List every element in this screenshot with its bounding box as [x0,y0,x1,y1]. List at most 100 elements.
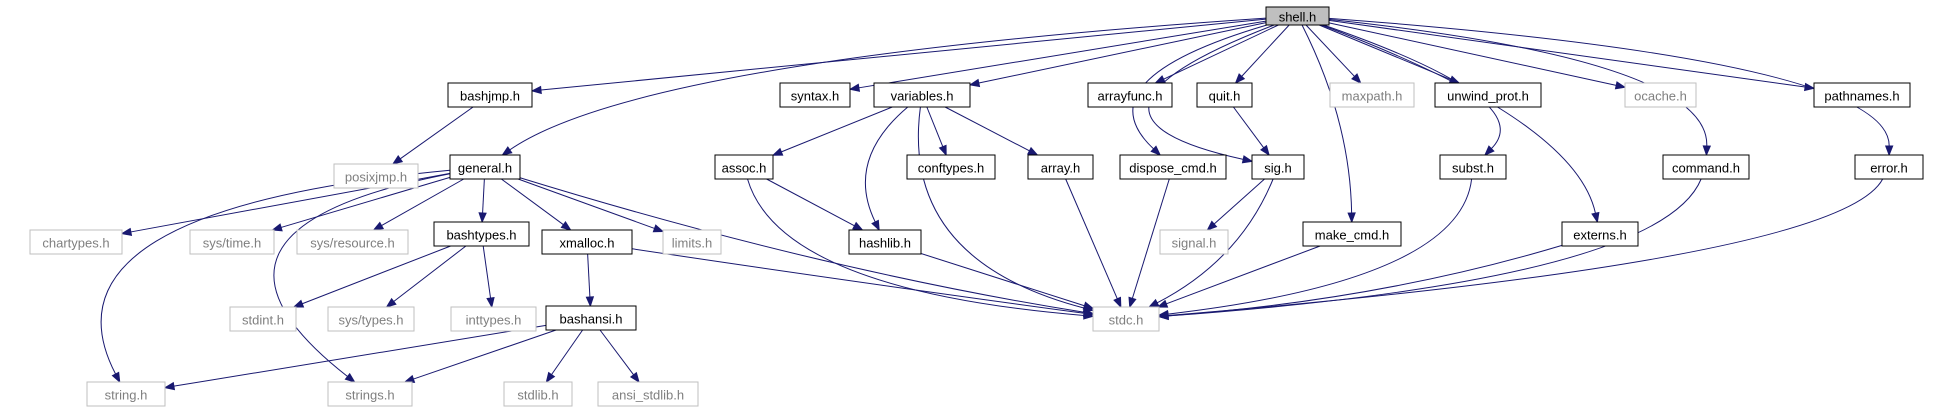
node-box [1302,221,1402,247]
edge-variables-to-conftypes [926,106,947,157]
arrowhead [1702,145,1712,157]
node-assoc[interactable]: assoc.h [714,154,774,180]
node-strings: strings.h [327,381,413,407]
arrowhead [372,221,385,231]
edge-shell-to-syntax [848,20,1267,92]
node-subst[interactable]: subst.h [1439,154,1507,180]
arrowhead [1147,298,1160,308]
node-hashlib[interactable]: hashlib.h [848,229,922,255]
node-make-cmd[interactable]: make_cmd.h [1302,221,1402,247]
arrowhead [629,371,640,384]
node-conftypes[interactable]: conftypes.h [906,154,996,180]
arrowhead [871,219,880,232]
arrowhead [1884,145,1894,157]
node-limits: limits.h [662,229,722,255]
arrowhead [545,371,556,384]
node-label: sys/types.h [338,313,403,328]
node-box [873,82,971,108]
node-box [906,154,996,180]
edge-bashtypes-to-stdint [292,245,451,308]
edge-line [273,173,451,377]
node-box [1119,154,1227,180]
node-externs[interactable]: externs.h [1561,221,1639,247]
node-systypes: sys/types.h [327,306,415,332]
node-box [1329,82,1415,108]
node-pathnames[interactable]: pathnames.h [1813,82,1911,108]
edge-line [100,169,451,375]
edge-line [381,178,465,227]
node-dispose[interactable]: dispose_cmd.h [1119,154,1227,180]
node-label: conftypes.h [918,161,985,176]
edge-general-to-limits [517,178,665,233]
arrowhead [478,212,487,224]
node-error[interactable]: error.h [1854,154,1924,180]
node-array[interactable]: array.h [1027,154,1094,180]
edge-line [1167,178,1884,317]
arrowhead [1347,212,1356,224]
node-xmalloc[interactable]: xmalloc.h [541,229,633,255]
node-quit[interactable]: quit.h [1196,82,1253,108]
edge-line [393,245,467,302]
arrowhead [1082,301,1095,310]
edge-line [1328,22,1617,86]
edge-bashansi-to-strings [403,329,557,383]
edge-line [482,245,492,299]
node-syntax[interactable]: syntax.h [779,82,851,108]
arrowhead [1484,145,1495,156]
edge-xmalloc-to-bashansi [585,253,595,308]
node-box [1159,229,1229,255]
node-bashjmp[interactable]: bashjmp.h [447,82,533,108]
node-variables[interactable]: variables.h [873,82,971,108]
edge-make_cmd-to-stdc [1156,245,1321,308]
node-stdc: stdc.h [1092,306,1160,332]
node-box [189,229,275,255]
node-box [1251,154,1305,180]
edge-sig-to-signal [1206,178,1265,231]
node-sig[interactable]: sig.h [1251,154,1305,180]
edge-line [766,178,855,227]
node-label: strings.h [345,388,394,403]
node-unwind[interactable]: unwind_prot.h [1434,82,1542,108]
node-box [327,381,413,407]
node-bashansi[interactable]: bashansi.h [545,305,637,331]
node-box [1087,82,1173,108]
edge-general-to-string [100,169,451,384]
node-command[interactable]: command.h [1662,154,1750,180]
node-label: hashlib.h [859,236,911,251]
edge-variables-to-array [944,106,1039,156]
edge-shell-to-make_cmd [1301,24,1356,224]
edge-line [173,324,547,387]
edge-bashtypes-to-inttypes [482,245,495,309]
arrowhead [1206,220,1218,231]
node-label: ocache.h [1634,89,1687,104]
node-label: signal.h [1172,236,1217,251]
edge-dispose-to-stdc [1128,178,1170,309]
node-arrayfunc[interactable]: arrayfunc.h [1087,82,1173,108]
node-label: error.h [1870,161,1908,176]
node-box [1265,6,1330,26]
node-general[interactable]: general.h [449,154,521,180]
arrowhead [163,381,176,391]
edge-line [1167,178,1702,317]
node-bashtypes[interactable]: bashtypes.h [433,221,530,247]
node-shell[interactable]: shell.h [1265,6,1330,26]
edge-general-to-bashtypes [478,178,487,224]
node-box [1434,82,1542,108]
edge-general-to-xmalloc [501,178,572,231]
arrowhead [501,146,513,156]
node-label: stdc.h [1109,313,1144,328]
node-label: assoc.h [722,161,767,176]
edge-line [413,329,557,380]
node-label: subst.h [1452,161,1494,176]
node-box [1027,154,1094,180]
edge-error-to-stdc [1157,178,1884,320]
node-label: inttypes.h [466,313,522,328]
edge-line [540,18,1267,91]
arrowhead [271,223,283,232]
edge-shell-to-error [1328,17,1894,157]
edge-line [517,178,655,229]
edge-shell-to-maxpath [1305,24,1362,85]
node-box [503,381,573,407]
edge-line [482,178,485,214]
edge-line [864,106,909,223]
